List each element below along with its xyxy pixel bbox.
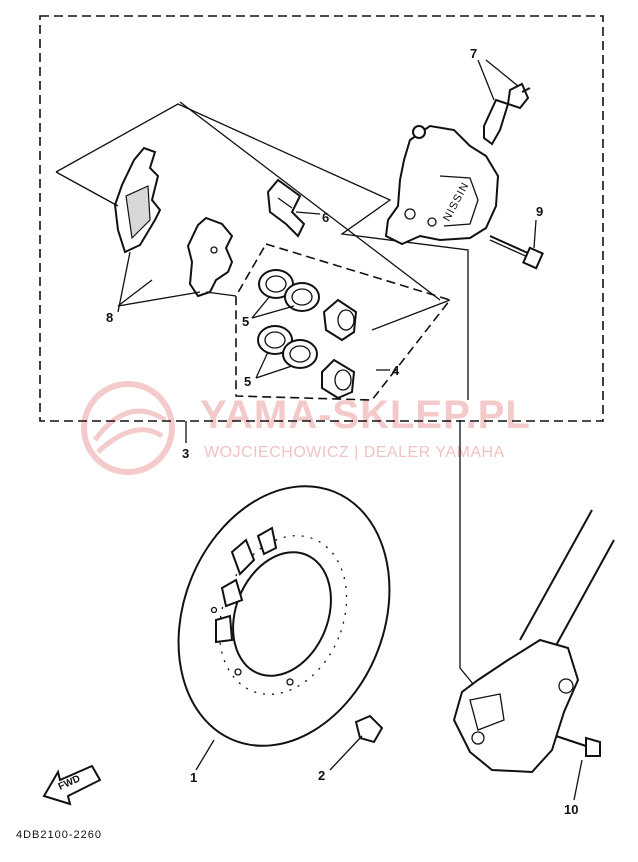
- caliper-assembly-boundary: [39, 15, 604, 422]
- callout-9: 9: [536, 204, 543, 219]
- brake-pad-upper: [113, 146, 162, 254]
- brake-disc: [177, 485, 391, 747]
- fork-mount-bolt: [555, 735, 601, 757]
- fwd-arrow-icon: [42, 764, 102, 806]
- callout-5-lower: 5: [244, 374, 251, 389]
- callout-8: 8: [106, 310, 113, 325]
- watermark-subtitle: WOJCIECHOWICZ | DEALER YAMAHA: [204, 444, 505, 461]
- watermark: YAMA-SKLEP.PL WOJCIECHOWICZ | DEALER YAM…: [81, 381, 530, 475]
- caliper-bolt: [489, 235, 544, 270]
- callout-1: 1: [190, 770, 197, 785]
- brake-pad-lower: [186, 216, 234, 298]
- piston-seals: [257, 269, 320, 369]
- watermark-logo: [81, 381, 175, 475]
- part-code: 4DB2100-2260: [16, 829, 102, 841]
- pistons: [321, 298, 358, 400]
- pad-spring-clip: [266, 178, 306, 238]
- callout-numbers: 8 6 7 9 5 5 4 3 1 2 10: [106, 46, 578, 817]
- callout-3: 3: [182, 446, 189, 461]
- bleed-screw-assembly: [483, 82, 531, 146]
- callout-10: 10: [564, 802, 578, 817]
- assembly-lines: [55, 101, 479, 691]
- fwd-arrow: FWD: [42, 764, 102, 806]
- callout-5-upper: 5: [242, 314, 249, 329]
- disc-screw: [354, 714, 384, 744]
- callout-leaders: [117, 59, 583, 801]
- callout-6: 6: [322, 210, 329, 225]
- callout-4: 4: [392, 363, 400, 378]
- fork-leg: [452, 509, 615, 774]
- callout-2: 2: [318, 768, 325, 783]
- seal-kit-boundary: [235, 243, 452, 401]
- callout-7: 7: [470, 46, 477, 61]
- caliper-body: NISSIN: [384, 124, 500, 246]
